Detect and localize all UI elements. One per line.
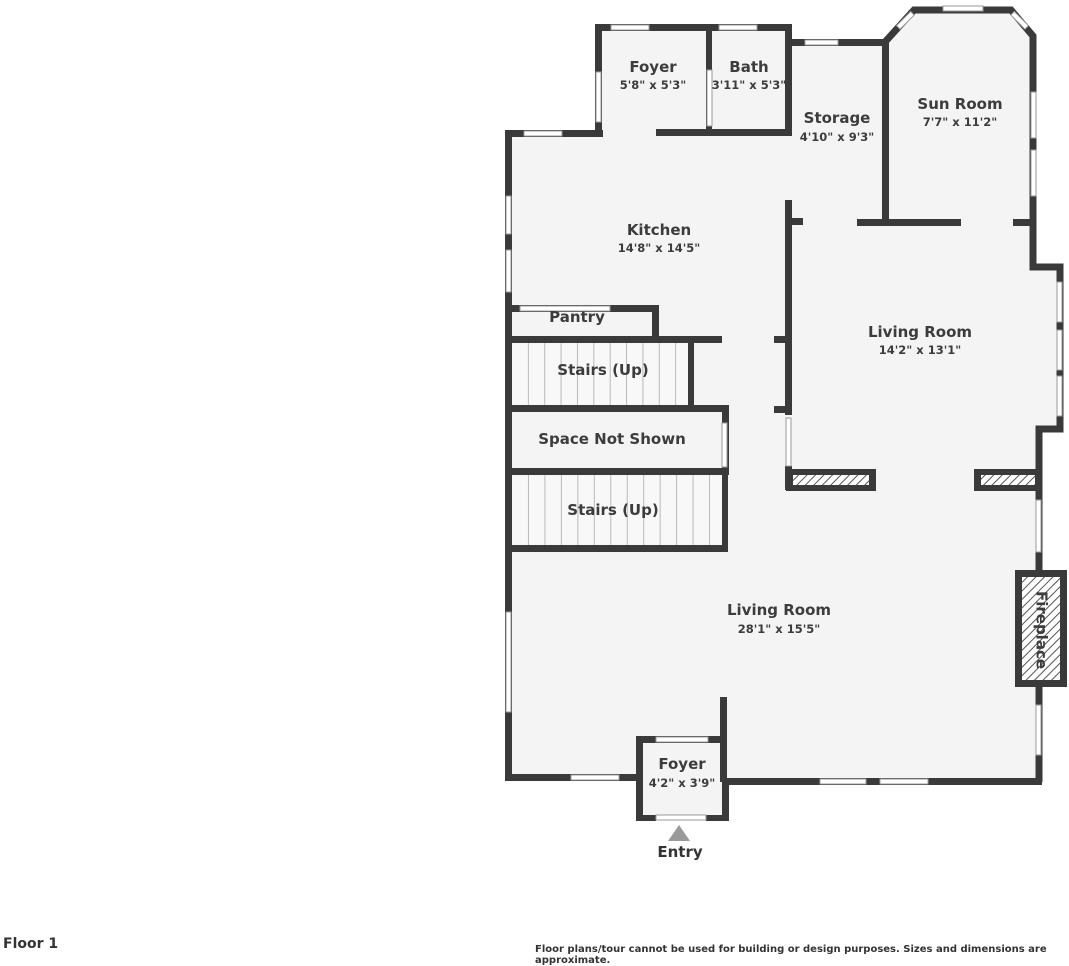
room-dimensions: 3'11" x 5'3" xyxy=(712,78,786,92)
room-sun-room: Sun Room 7'7" x 11'2" xyxy=(917,95,1002,129)
room-name: Sun Room xyxy=(917,95,1002,113)
room-name: Space Not Shown xyxy=(538,430,686,448)
room-living-room-main: Living Room 28'1" x 15'5" xyxy=(727,601,831,636)
room-dimensions: 4'2" x 3'9" xyxy=(649,776,715,790)
room-dimensions: 5'8" x 5'3" xyxy=(620,78,686,92)
stairs-bottom xyxy=(512,474,726,548)
room-dimensions: 14'2" x 13'1" xyxy=(879,343,961,357)
entry-arrow-icon xyxy=(668,825,690,841)
room-dimensions: 28'1" x 15'5" xyxy=(738,622,820,636)
windows xyxy=(505,5,1063,821)
room-name: Foyer xyxy=(629,58,677,76)
room-living-room-right: Living Room 14'2" x 13'1" xyxy=(868,323,972,357)
room-dimensions: 14'8" x 14'5" xyxy=(618,241,700,255)
room-dimensions: 4'10" x 9'3" xyxy=(800,130,874,144)
entry-label: Entry xyxy=(657,843,703,861)
room-name: Living Room xyxy=(727,601,831,619)
room-bath: Bath 3'11" x 5'3" xyxy=(712,58,786,92)
room-name: Storage xyxy=(804,109,871,127)
disclaimer-text: Floor plans/tour cannot be used for buil… xyxy=(535,944,1047,966)
room-foyer-top: Foyer 5'8" x 5'3" xyxy=(620,58,686,92)
room-name: Bath xyxy=(729,58,768,76)
fireplace: Fireplace xyxy=(1033,591,1051,669)
fireplace-label: Fireplace xyxy=(1033,591,1051,669)
room-name: Stairs (Up) xyxy=(567,501,658,519)
room-space-not-shown: Space Not Shown xyxy=(538,430,686,448)
room-foyer-bottom: Foyer 4'2" x 3'9" xyxy=(649,755,715,790)
room-stairs-top: Stairs (Up) xyxy=(557,361,648,379)
room-kitchen: Kitchen 14'8" x 14'5" xyxy=(618,221,700,255)
floor-label: Floor 1 xyxy=(3,936,59,952)
room-name: Stairs (Up) xyxy=(557,361,648,379)
room-storage: Storage 4'10" x 9'3" xyxy=(800,109,874,144)
room-name: Living Room xyxy=(868,323,972,341)
room-name: Pantry xyxy=(549,308,605,326)
stairs-top xyxy=(512,342,692,408)
room-name: Foyer xyxy=(658,755,706,773)
room-dimensions: 7'7" x 11'2" xyxy=(923,115,997,129)
room-stairs-bottom: Stairs (Up) xyxy=(567,501,658,519)
room-pantry: Pantry xyxy=(549,308,605,326)
room-name: Kitchen xyxy=(627,221,691,239)
